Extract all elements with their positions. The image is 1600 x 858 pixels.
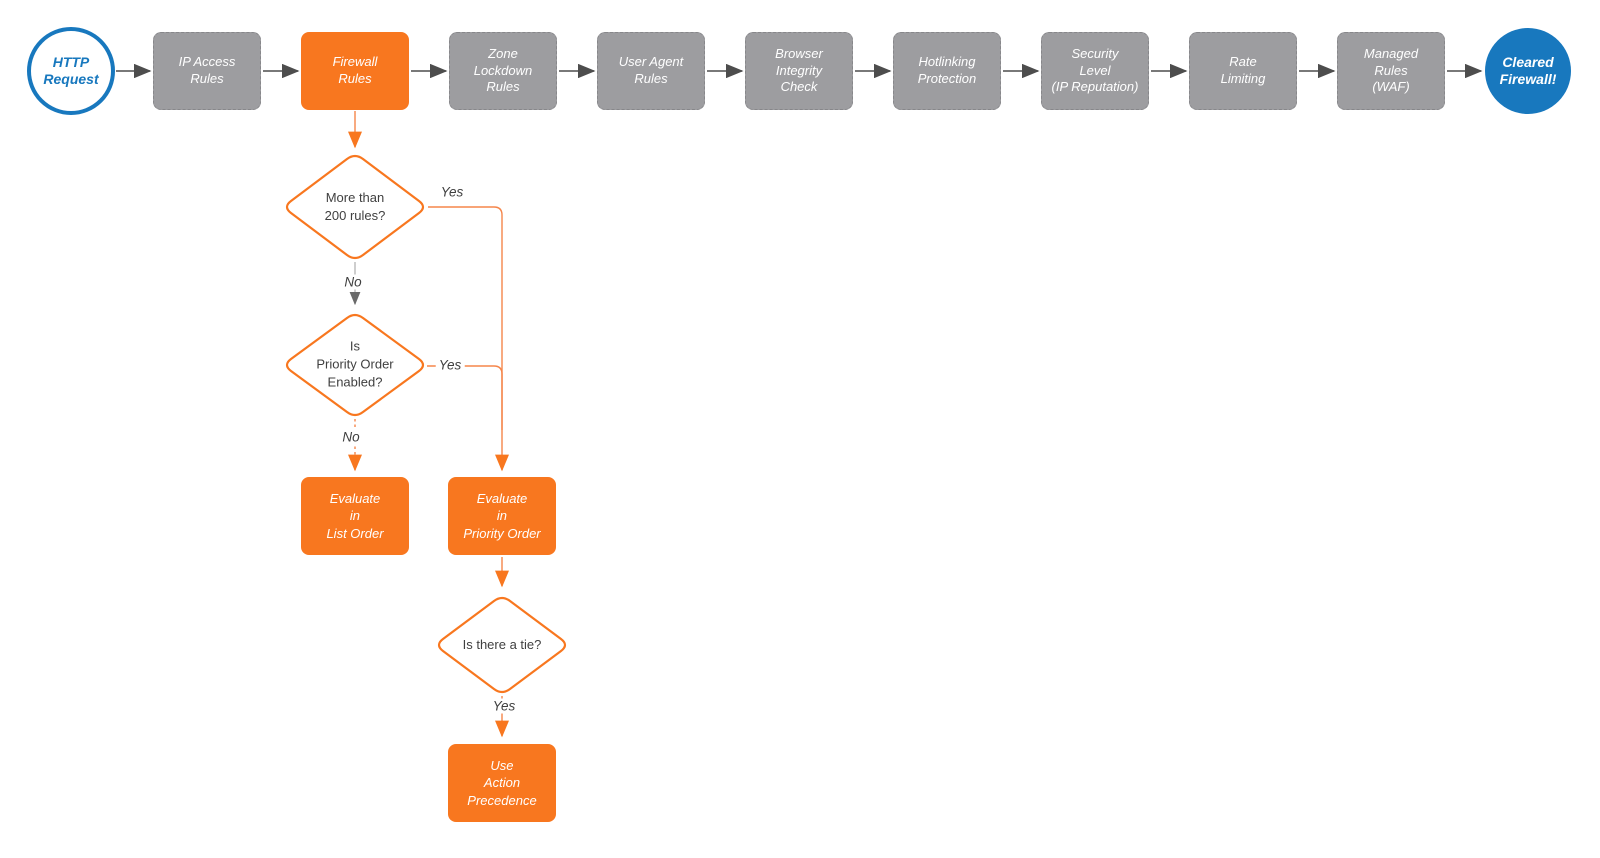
stage-hotlinking-protection: Hotlinking Protection (893, 32, 1001, 110)
stage-browser-integrity-check: Browser Integrity Check (745, 32, 853, 110)
stage-label: Rate Limiting (1220, 54, 1266, 86)
stage-zone-lockdown-rules: Zone Lockdown Rules (449, 32, 557, 110)
stage-label: Managed Rules (WAF) (1363, 45, 1419, 95)
stage-label: Browser Integrity Check (775, 45, 823, 95)
stage-user-agent-rules: User Agent Rules (597, 32, 705, 110)
end-node-cleared-firewall: Cleared Firewall! (1485, 28, 1571, 114)
action-evaluate-in-list-order: Evaluate in List Order (301, 477, 409, 555)
decision-more-than-200-rules-shape (285, 154, 425, 260)
stage-firewall-rules: Firewall Rules (301, 32, 409, 110)
action-evaluate-in-priority-order: Evaluate in Priority Order (448, 477, 556, 555)
stage-label: Hotlinking Protection (917, 54, 977, 86)
stage-label: Zone Lockdown Rules (473, 45, 533, 95)
start-node-http-request: HTTP Request (27, 27, 115, 115)
stage-managed-rules-waf: Managed Rules (WAF) (1337, 32, 1445, 110)
stage-ip-access-rules: IP Access Rules (153, 32, 261, 110)
decision-priority-order-enabled-shape (285, 313, 425, 417)
connector-decision1-yes-to-priority (428, 206, 509, 472)
start-node-label: HTTP Request (43, 53, 99, 88)
end-node-label: Cleared Firewall! (1499, 53, 1557, 88)
action-use-action-precedence: Use Action Precedence (448, 744, 556, 822)
stage-label: Firewall Rules (332, 54, 378, 86)
stage-label: User Agent Rules (618, 54, 684, 86)
connector-decision2-yes-merge (427, 365, 503, 430)
stage-rate-limiting: Rate Limiting (1189, 32, 1297, 110)
stage-label: Security Level (IP Reputation) (1051, 45, 1139, 95)
action-label: Use Action Precedence (467, 757, 537, 808)
action-label: Evaluate in Priority Order (463, 490, 541, 541)
decision-is-there-a-tie-shape (437, 596, 567, 694)
action-label: Evaluate in List Order (326, 490, 384, 541)
stage-security-level: Security Level (IP Reputation) (1041, 32, 1149, 110)
stage-label: IP Access Rules (178, 54, 236, 86)
